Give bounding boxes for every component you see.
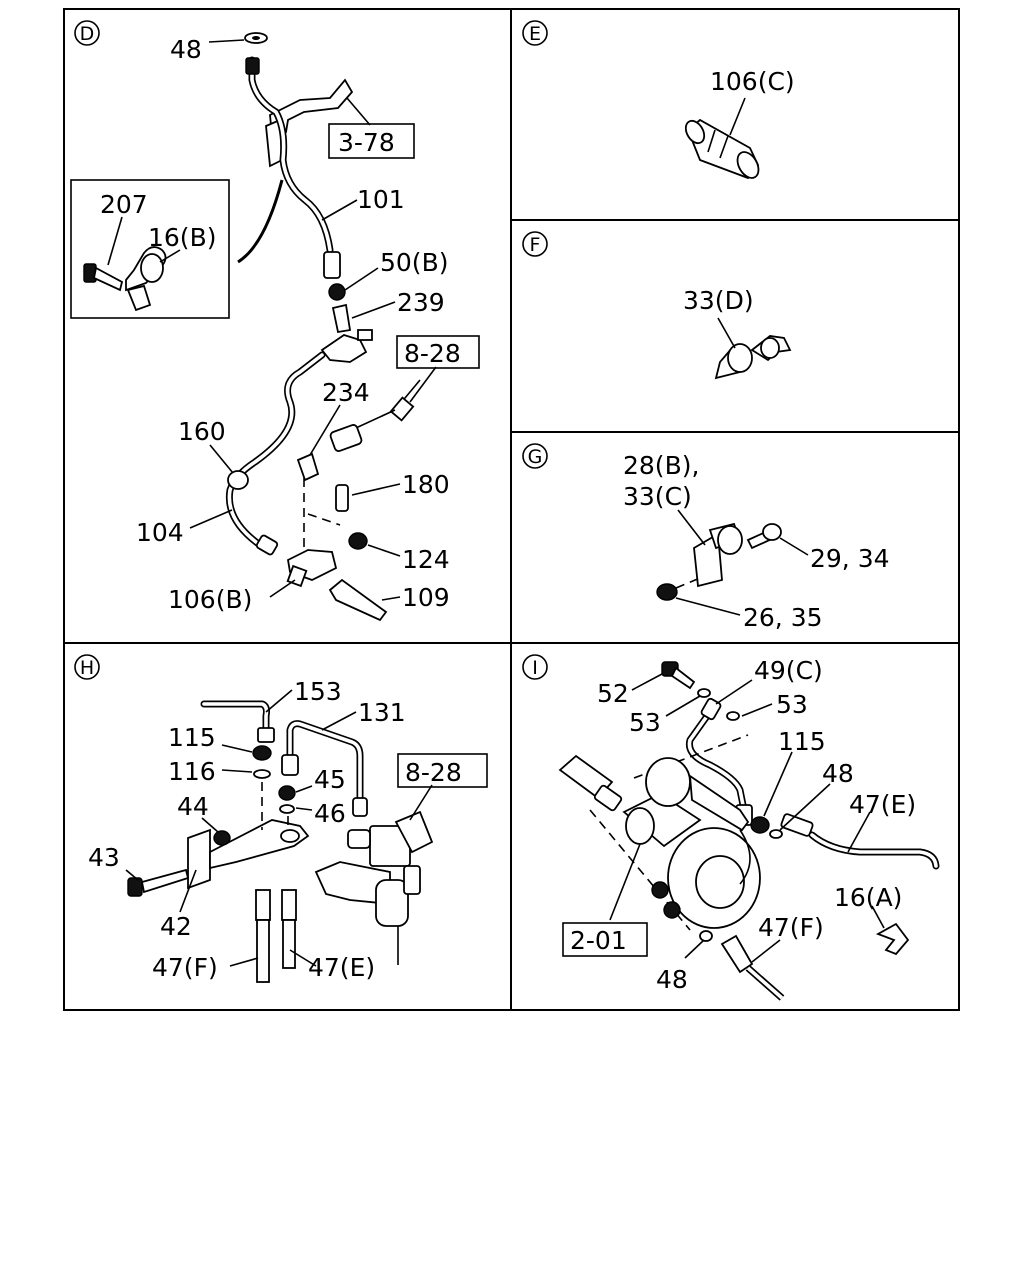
label-101: 101	[357, 185, 405, 214]
vacuum-pump	[622, 757, 761, 929]
panel-h: H	[74, 654, 488, 983]
label-207: 207	[100, 190, 148, 219]
label-106c: 106(C)	[710, 67, 795, 96]
label-48-b: 48	[656, 965, 688, 994]
ref-box-2-01	[562, 922, 648, 957]
label-106b: 106(B)	[168, 585, 252, 614]
label-53-a: 53	[629, 708, 661, 737]
label-153: 153	[294, 677, 342, 706]
label-109: 109	[402, 583, 450, 612]
inset-box	[70, 179, 230, 319]
fitting-106c	[684, 118, 760, 180]
label-124: 124	[402, 545, 450, 574]
label-131: 131	[358, 698, 406, 727]
label-29-34: 29, 34	[810, 544, 890, 573]
panel-f-marker: F	[522, 231, 548, 257]
label-43: 43	[88, 843, 120, 872]
svg-text:E: E	[529, 23, 541, 45]
label-52: 52	[597, 679, 629, 708]
label-50b: 50(B)	[380, 248, 448, 277]
label-47f: 47(F)	[152, 953, 218, 982]
label-2-01[interactable]: 2-01	[570, 926, 627, 955]
bolt-207	[83, 263, 124, 292]
panel-g-marker: G	[522, 443, 548, 469]
label-16a: 16(A)	[834, 883, 902, 912]
clamp-16b	[125, 246, 167, 312]
label-160: 160	[178, 417, 226, 446]
label-47e: 47(E)	[308, 953, 375, 982]
label-234: 234	[322, 378, 370, 407]
label-48-a: 48	[822, 759, 854, 788]
bolt-29	[746, 523, 782, 550]
label-115: 115	[168, 723, 216, 752]
label-180: 180	[402, 470, 450, 499]
panel-d: D	[70, 20, 480, 622]
svg-text:G: G	[528, 446, 543, 468]
label-28b: 28(B),	[623, 451, 699, 480]
bolt-43	[127, 868, 190, 897]
label-48: 48	[170, 35, 202, 64]
valve-8-28	[314, 810, 434, 965]
panel-g: G 28(B), 33(C) 29, 34 26, 35	[522, 443, 890, 632]
panel-i: I	[522, 654, 940, 1001]
label-49c: 49(C)	[754, 656, 823, 685]
label-46: 46	[314, 799, 346, 828]
panel-e-marker: E	[522, 20, 548, 46]
label-53-b: 53	[776, 690, 808, 719]
panel-i-leaders	[609, 673, 885, 963]
svg-text:D: D	[80, 23, 95, 45]
label-44: 44	[177, 792, 209, 821]
bolt-52	[661, 661, 696, 690]
svg-text:F: F	[530, 234, 541, 256]
label-33d: 33(D)	[683, 286, 754, 315]
label-45: 45	[314, 765, 346, 794]
label-104: 104	[136, 518, 184, 547]
panel-f: F 33(D)	[522, 231, 792, 380]
svg-text:I: I	[532, 657, 538, 679]
panel-e: E 106(C)	[522, 20, 795, 180]
label-116: 116	[168, 757, 216, 786]
label-33c: 33(C)	[623, 482, 692, 511]
panel-h-leaders	[125, 689, 433, 967]
panel-h-marker: H	[74, 654, 100, 680]
ref-box-3-78	[328, 123, 415, 159]
label-8-28[interactable]: 8-28	[404, 339, 461, 368]
ref-box-8-28-h	[397, 753, 488, 788]
panel-d-marker: D	[74, 20, 100, 46]
svg-text:H: H	[80, 657, 94, 679]
label-42: 42	[160, 912, 192, 941]
panel-d-leaders	[107, 39, 437, 601]
panel-i-marker: I	[522, 654, 548, 680]
nut-26	[656, 583, 678, 601]
label-115: 115	[778, 727, 826, 756]
label-8-28[interactable]: 8-28	[405, 758, 462, 787]
label-47e: 47(E)	[849, 790, 916, 819]
label-3-78[interactable]: 3-78	[338, 128, 395, 157]
ref-box-8-28-d	[396, 335, 480, 369]
label-239: 239	[397, 288, 445, 317]
label-47f: 47(F)	[758, 913, 824, 942]
clip-33d	[714, 335, 792, 380]
label-26-35: 26, 35	[743, 603, 823, 632]
bracket-clip-33c	[693, 522, 743, 588]
label-16b: 16(B)	[148, 223, 216, 252]
diagram-frame	[63, 8, 960, 1011]
